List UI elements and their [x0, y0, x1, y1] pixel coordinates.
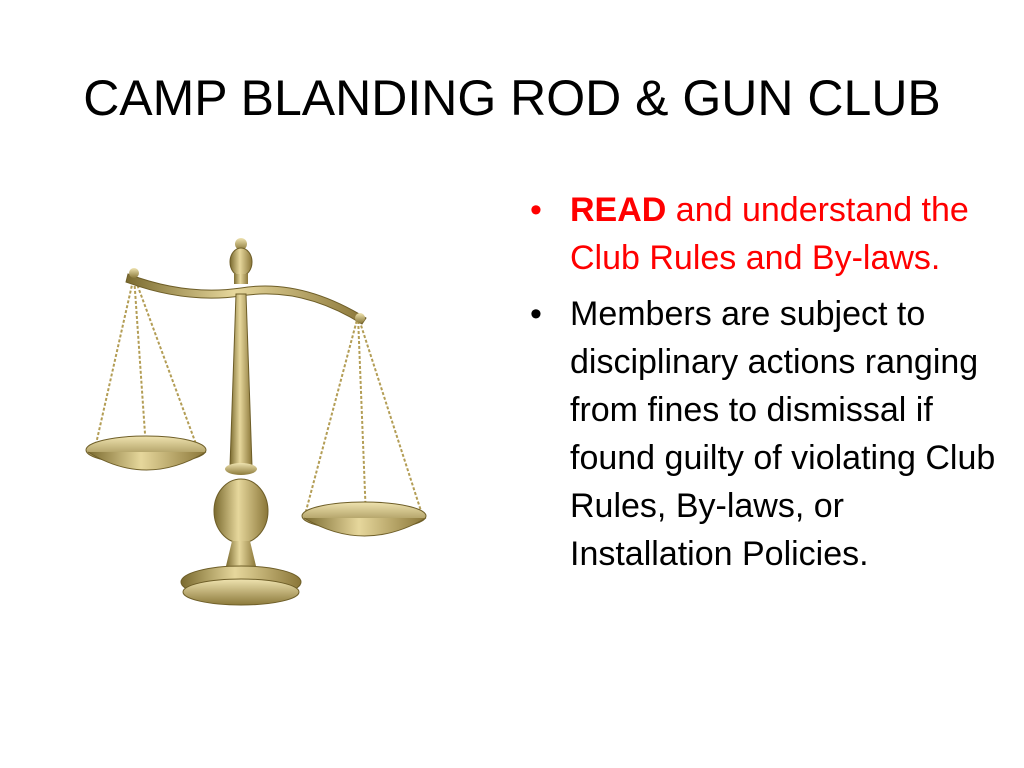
- left-chains: [95, 275, 197, 449]
- finial: [229, 238, 253, 284]
- bullet-item-disciplinary: • Members are subject to disciplinary ac…: [530, 290, 1000, 578]
- right-pan-bowl: [303, 517, 427, 537]
- beam-end-right: [355, 313, 365, 323]
- bullet-text: and understand the Club Rules and By-law…: [570, 191, 969, 277]
- center-column: [229, 293, 253, 467]
- base-bottom: [182, 578, 300, 606]
- scales-of-justice-image: [85, 238, 427, 606]
- balance-beam: [125, 273, 367, 325]
- beam-end-left: [129, 268, 139, 278]
- column-neck: [226, 541, 256, 566]
- bullet-item-read-rules: • READ and understand the Club Rules and…: [530, 186, 1000, 282]
- bullet-list: • READ and understand the Club Rules and…: [530, 186, 1000, 586]
- column-collar: [225, 463, 257, 475]
- left-pan-bowl: [87, 451, 207, 471]
- bullet-glyph: •: [530, 295, 542, 333]
- column-knob: [213, 478, 269, 544]
- bullet-text: Members are subject to disciplinary acti…: [570, 295, 996, 573]
- right-chains: [305, 315, 422, 519]
- slide-title: CAMP BLANDING ROD & GUN CLUB: [83, 70, 941, 126]
- bullet-glyph: •: [530, 191, 542, 229]
- bullet-emphasis: READ: [570, 191, 667, 229]
